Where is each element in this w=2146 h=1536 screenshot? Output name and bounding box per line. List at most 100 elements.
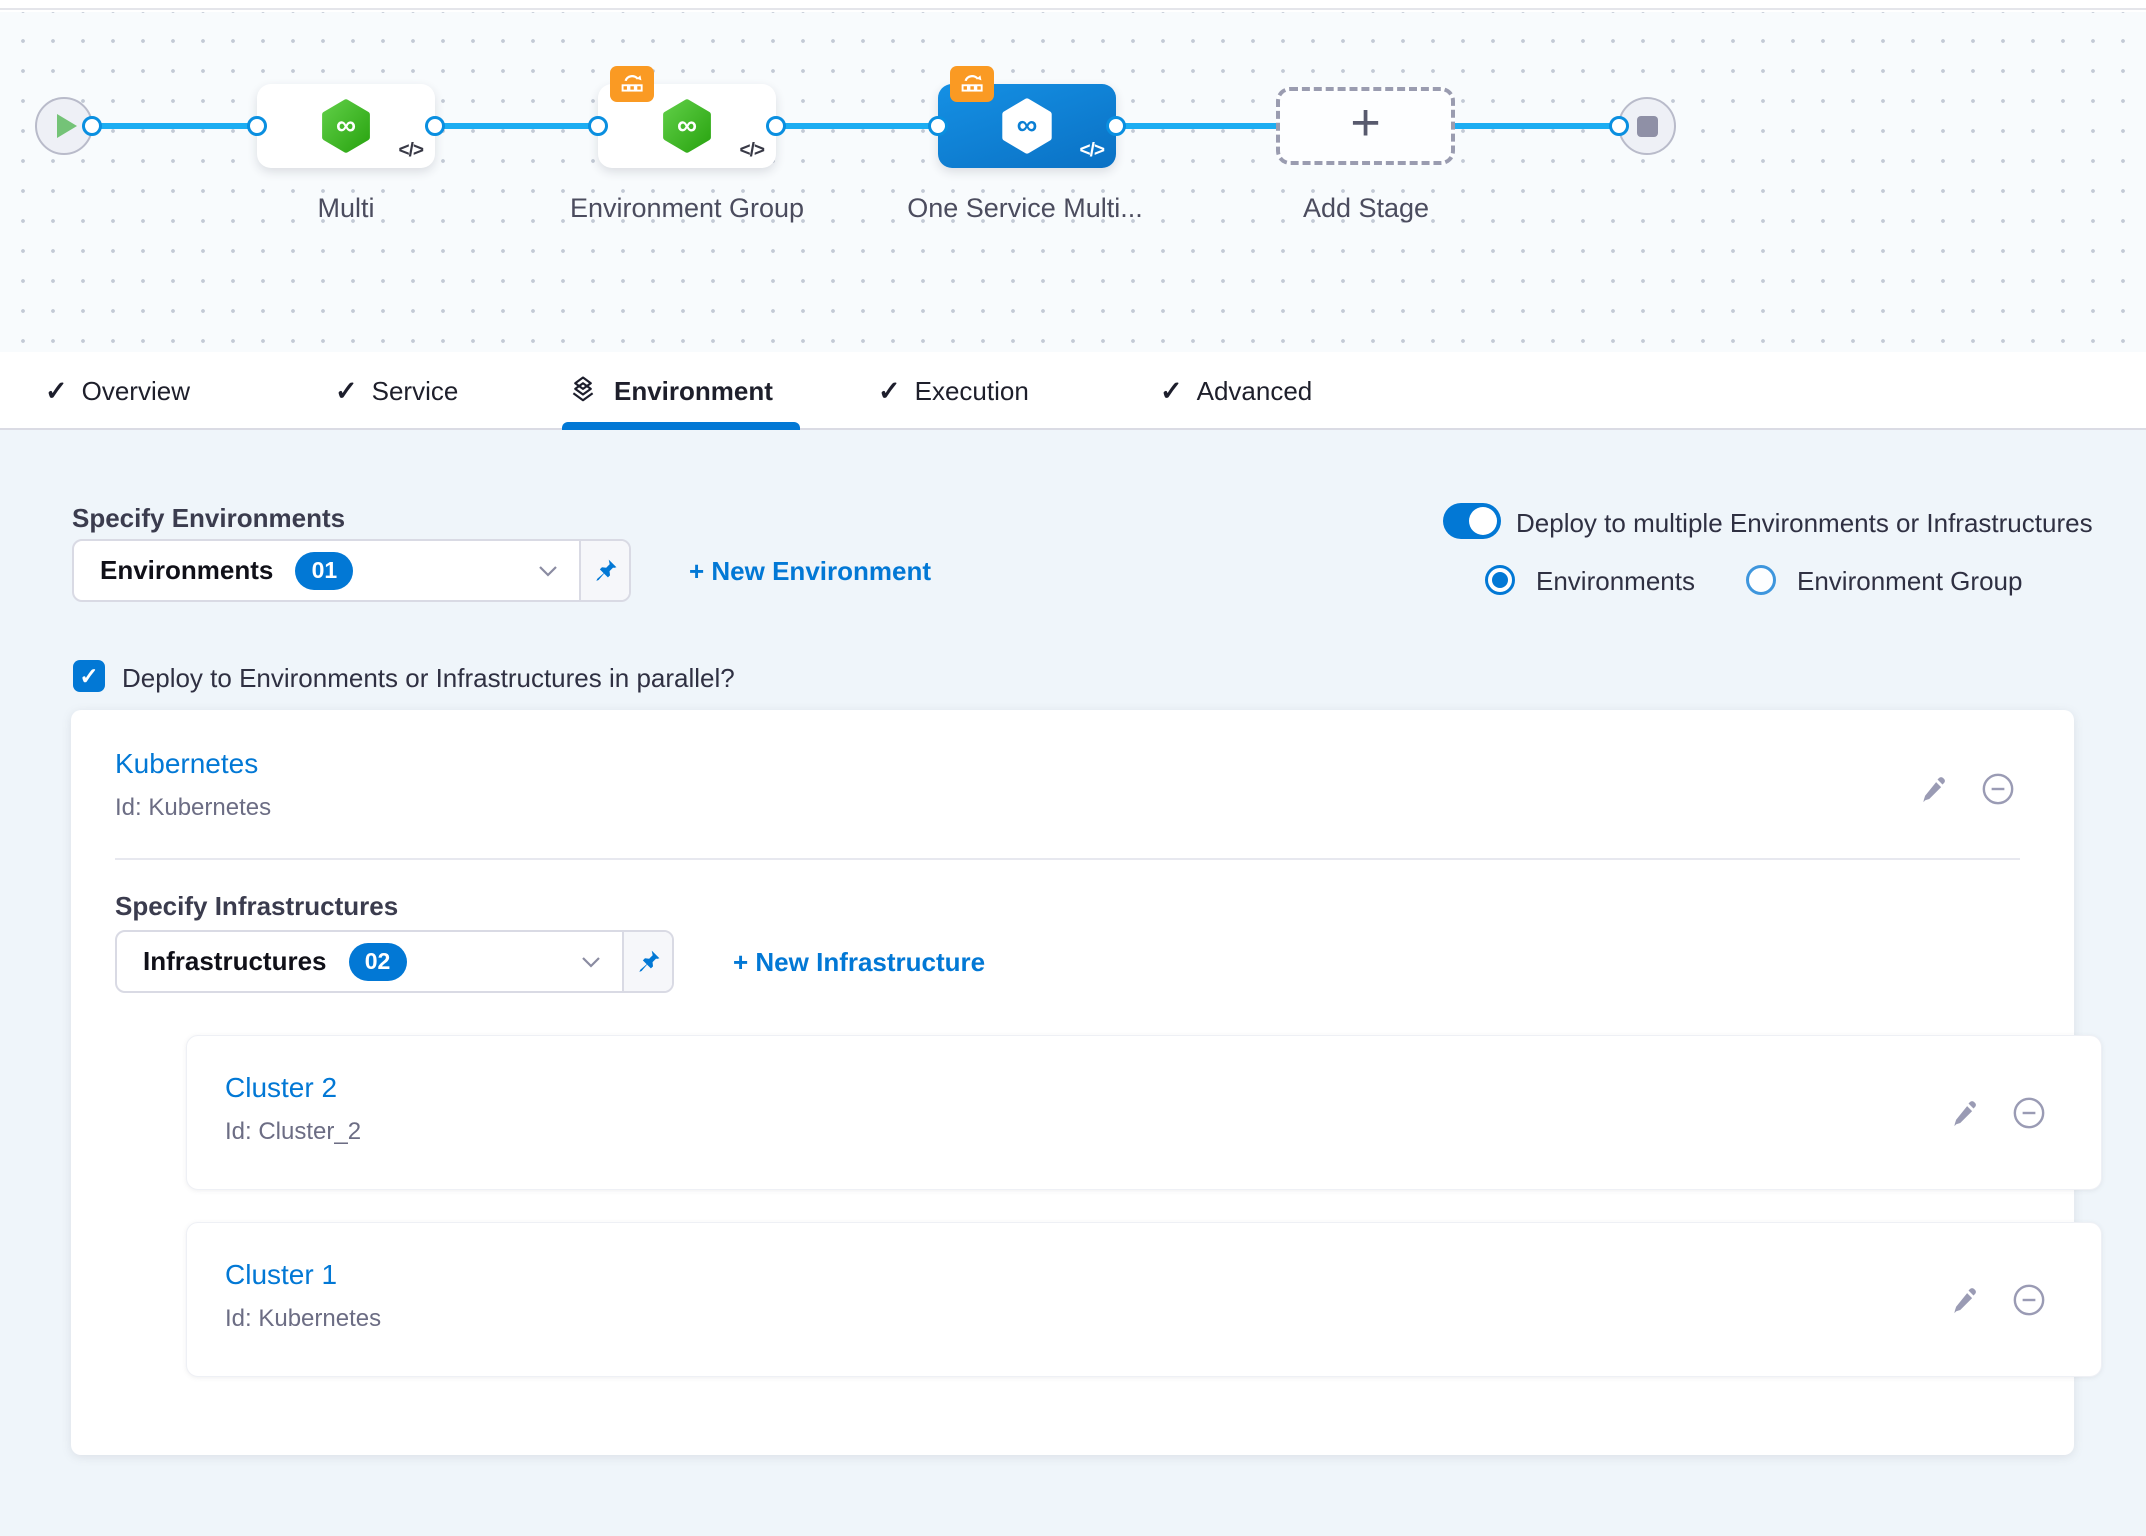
infrastructure-card: Cluster 2 Id: Cluster_2 [186, 1035, 2102, 1190]
parallel-checkbox-label: Deploy to Environments or Infrastructure… [122, 663, 735, 693]
environment-icon [572, 376, 594, 402]
connector-port [247, 116, 267, 136]
looping-strategy-icon [610, 66, 654, 102]
stage-tabbar: ✓ Overview ✓ Service Environment ✓ Execu… [0, 352, 2146, 430]
remove-environment-button[interactable] [1981, 772, 2015, 806]
radio-environment-group[interactable] [1746, 565, 1776, 595]
code-icon: </> [1079, 140, 1106, 161]
tab-environment[interactable]: Environment [566, 352, 773, 430]
specify-infrastructures-label: Specify Infrastructures [115, 891, 399, 921]
multi-env-toggle-label: Deploy to multiple Environments or Infra… [1516, 508, 2093, 538]
connector-port [1106, 116, 1126, 136]
tab-advanced[interactable]: ✓ Advanced [1160, 352, 1312, 430]
tab-label: Execution [914, 375, 1029, 406]
infrastructure-id: Id: Kubernetes [225, 1305, 382, 1332]
specify-environments-label: Specify Environments [72, 503, 346, 533]
tab-label: Overview [81, 375, 190, 406]
pipeline-canvas[interactable]: ∞ </> ∞ </> [0, 12, 2146, 352]
count-badge: 01 [295, 551, 354, 590]
pipeline-start-node [35, 97, 93, 155]
edit-infrastructure-button[interactable] [1947, 1096, 1981, 1130]
radio-environments-label: Environments [1536, 566, 1695, 596]
chevron-down-icon[interactable] [580, 955, 602, 969]
code-icon: </> [398, 140, 425, 161]
pin-icon [639, 950, 660, 972]
tab-service[interactable]: ✓ Service [335, 352, 458, 430]
stage-label-environment-group: Environment Group [569, 193, 805, 223]
active-tab-underline [562, 422, 800, 430]
svg-text:∞: ∞ [677, 109, 697, 140]
count-badge: 02 [348, 942, 407, 981]
minus-circle-icon [2013, 1284, 2045, 1316]
check-icon: ✓ [335, 375, 358, 406]
divider [115, 858, 2020, 860]
connector-port [588, 116, 608, 136]
top-strip [0, 0, 2146, 10]
environment-id: Id: Kubernetes [115, 794, 272, 821]
infrastructure-name-link[interactable]: Cluster 1 [225, 1259, 338, 1290]
cd-stage-icon: ∞ [663, 99, 711, 153]
connector-port [1609, 116, 1629, 136]
tab-execution[interactable]: ✓ Execution [878, 352, 1029, 430]
add-stage-button[interactable]: + [1276, 87, 1455, 165]
tab-overview[interactable]: ✓ Overview [45, 352, 190, 430]
toggle-knob [1469, 507, 1497, 535]
infrastructures-dropdown[interactable]: Infrastructures 02 [115, 930, 674, 993]
minus-circle-icon [2013, 1097, 2045, 1129]
tab-label: Service [371, 375, 459, 406]
connector-port [766, 116, 786, 136]
dropdown-value: Environments [100, 555, 274, 585]
infrastructure-name-link[interactable]: Cluster 2 [225, 1072, 338, 1103]
new-environment-link[interactable]: + New Environment [689, 556, 931, 586]
stage-node-one-service-multi[interactable]: ∞ </> [938, 66, 1116, 168]
pin-icon [596, 559, 617, 581]
connector-line [92, 123, 257, 129]
tab-label: Advanced [1196, 375, 1313, 406]
infrastructure-id: Id: Cluster_2 [225, 1118, 362, 1145]
check-icon: ✓ [79, 662, 99, 689]
connector-line [776, 123, 938, 129]
check-icon: ✓ [45, 375, 68, 406]
environment-name-link[interactable]: Kubernetes [115, 748, 259, 779]
environments-dropdown[interactable]: Environments 01 [72, 539, 631, 602]
cd-stage-icon-selected: ∞ [1002, 98, 1052, 154]
pin-button[interactable] [622, 932, 672, 991]
pencil-icon [1954, 1288, 1976, 1314]
dropdown-value: Infrastructures [143, 946, 327, 976]
multi-env-toggle[interactable] [1443, 503, 1501, 539]
connector-port [82, 116, 102, 136]
remove-infrastructure-button[interactable] [2012, 1096, 2046, 1130]
stage-label-one-service: One Service Multi... [907, 193, 1143, 223]
connector-port [425, 116, 445, 136]
code-icon: </> [739, 140, 766, 161]
looping-strategy-icon [950, 66, 994, 102]
chevron-down-icon[interactable] [537, 564, 559, 578]
edit-environment-button[interactable] [1916, 772, 1950, 806]
radio-environments[interactable] [1485, 565, 1515, 595]
parallel-checkbox[interactable]: ✓ [73, 660, 105, 692]
connector-line [435, 123, 598, 129]
environment-card: Kubernetes Id: Kubernetes Specify Infras… [71, 710, 2102, 1455]
stop-icon [1636, 115, 1658, 137]
pencil-icon [1954, 1101, 1976, 1127]
check-icon: ✓ [878, 375, 901, 406]
svg-text:∞: ∞ [336, 109, 356, 140]
minus-circle-icon [1982, 773, 2014, 805]
stage-node-multi[interactable]: ∞ </> [257, 84, 435, 168]
pencil-icon [1923, 777, 1945, 803]
check-icon: ✓ [1160, 375, 1183, 406]
stage-node-environment-group[interactable]: ∞ </> [598, 66, 776, 168]
radio-environment-group-label: Environment Group [1797, 566, 2023, 596]
edit-infrastructure-button[interactable] [1947, 1283, 1981, 1317]
new-infrastructure-link[interactable]: + New Infrastructure [733, 947, 986, 977]
stage-label-add-stage: Add Stage [1302, 193, 1430, 223]
pin-button[interactable] [579, 541, 629, 600]
infrastructure-card: Cluster 1 Id: Kubernetes [186, 1222, 2102, 1377]
svg-text:∞: ∞ [1017, 110, 1038, 142]
cd-stage-icon: ∞ [322, 99, 370, 153]
tab-label: Environment [614, 375, 773, 406]
remove-infrastructure-button[interactable] [2012, 1283, 2046, 1317]
plus-icon: + [1350, 94, 1381, 152]
connector-port [928, 116, 948, 136]
